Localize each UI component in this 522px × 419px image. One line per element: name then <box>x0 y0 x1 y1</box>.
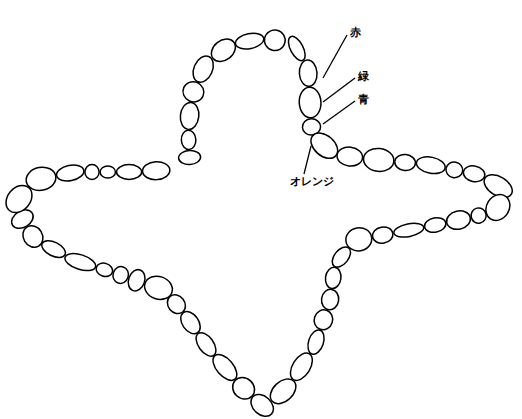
bead <box>85 165 99 180</box>
bead <box>111 265 131 286</box>
bead <box>423 216 447 234</box>
bead <box>445 161 464 180</box>
bead <box>285 34 308 63</box>
leader-line <box>323 35 347 78</box>
bead <box>320 288 340 311</box>
bead <box>63 250 98 274</box>
leader-line <box>304 146 311 174</box>
bead <box>39 237 68 260</box>
bead <box>415 155 447 176</box>
bead <box>179 101 200 130</box>
bead <box>141 273 175 303</box>
bead <box>393 221 425 239</box>
bead <box>24 165 58 193</box>
bead <box>100 166 115 178</box>
bead <box>55 163 85 183</box>
bead <box>207 34 240 66</box>
leader-line <box>323 101 355 124</box>
leader-line <box>323 78 355 102</box>
bead <box>181 130 197 150</box>
bead <box>305 328 327 356</box>
bead <box>299 59 318 86</box>
bead <box>394 153 416 171</box>
bead <box>117 165 142 180</box>
bead-chain <box>1 28 517 419</box>
bead <box>336 146 364 168</box>
bead <box>125 267 147 293</box>
bead <box>298 87 321 119</box>
bead <box>262 28 287 53</box>
color-label: オレンジ <box>290 176 334 188</box>
bead <box>142 161 170 180</box>
leader-lines <box>304 35 355 174</box>
bead <box>94 261 114 278</box>
bead <box>481 190 515 225</box>
bead <box>329 244 354 271</box>
bead <box>324 266 342 289</box>
bead <box>445 209 472 232</box>
color-label: 緑 <box>358 71 369 83</box>
bead <box>462 164 486 183</box>
bead <box>362 147 395 173</box>
color-label: 青 <box>358 94 369 106</box>
bead <box>234 31 265 51</box>
bead <box>178 150 201 165</box>
bead <box>470 207 488 225</box>
bead <box>371 225 394 244</box>
color-label: 赤 <box>350 27 361 39</box>
bead <box>312 307 336 332</box>
